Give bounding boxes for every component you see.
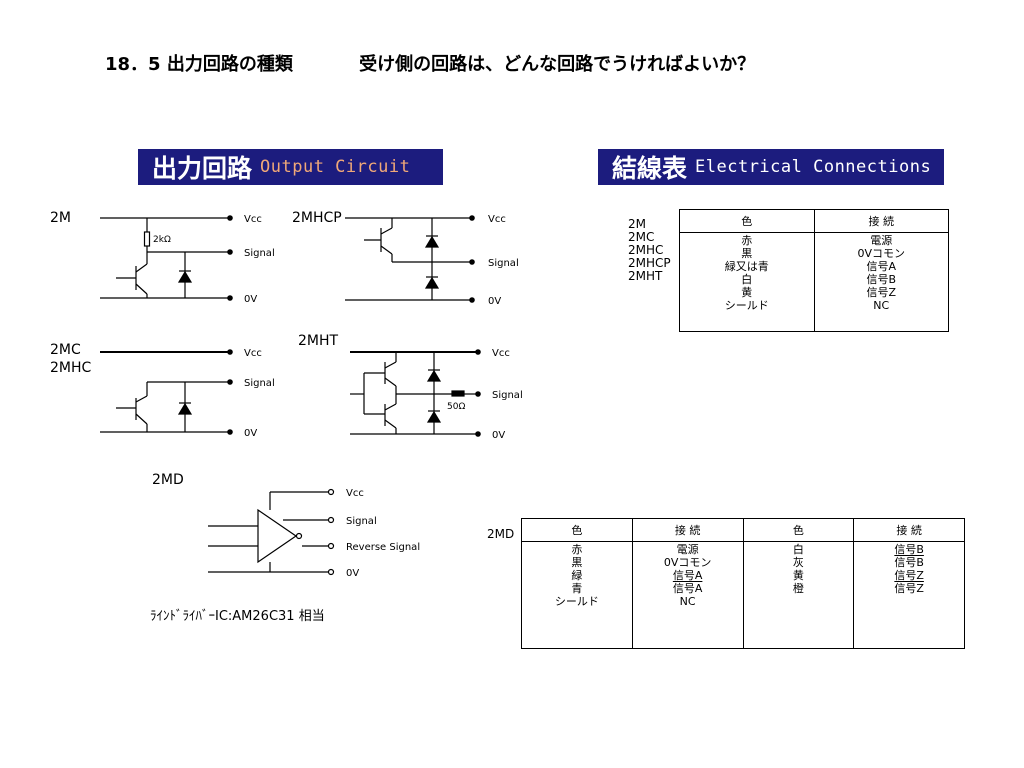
wiring-banner-jp: 結線表 <box>612 154 688 183</box>
svg-text:Signal: Signal <box>346 516 377 527</box>
svg-text:0V: 0V <box>244 428 257 439</box>
svg-text:Vcc: Vcc <box>492 348 510 359</box>
circuit-2md-label: 2MD <box>152 472 184 488</box>
wiring-banner-en: Electrical Connections <box>695 157 932 177</box>
svg-text:Signal: Signal <box>244 248 275 259</box>
output-circuit-banner: 出力回路 Output Circuit <box>138 149 443 185</box>
svg-text:Vcc: Vcc <box>244 214 262 225</box>
svg-text:2kΩ: 2kΩ <box>153 235 171 245</box>
svg-text:Vcc: Vcc <box>244 348 262 359</box>
circuit-2mht: 2MHT Vcc 50Ω Signal 0V <box>298 333 523 441</box>
svg-text:0V: 0V <box>244 294 257 305</box>
svg-text:Vcc: Vcc <box>346 488 364 499</box>
section-title: 18．5 出力回路の種類 <box>105 54 293 75</box>
svg-text:0V: 0V <box>492 430 505 441</box>
circuit-2md: 2MD Vcc Signal Reverse Signal 0V <box>152 472 420 579</box>
circuit-2m: 2M Vcc 2kΩ Signal 0V <box>50 210 275 305</box>
svg-text:0V: 0V <box>346 568 359 579</box>
table1-model-list: 2M 2MC 2MHC 2MHCP 2MHT <box>628 217 671 283</box>
circuit-2mhc-label: 2MHC <box>50 360 92 376</box>
table1-colors: 赤黒 緑又は青白 黄シールド <box>679 232 815 332</box>
circuit-2mht-label: 2MHT <box>298 333 339 349</box>
table2-colors-1: 赤黒 緑青 シールド <box>521 541 633 649</box>
table2-model: 2MD <box>487 527 515 541</box>
table1-header-connection: 接 続 <box>813 209 949 233</box>
circuit-2mc-label: 2MC <box>50 342 81 358</box>
page-title: 18．5 出力回路の種類 受け側の回路は、どんな回路でうければよいか？ <box>105 50 755 76</box>
svg-text:Signal: Signal <box>244 378 275 389</box>
question-text: 受け側の回路は、どんな回路でうければよいか？ <box>359 54 756 75</box>
svg-text:50Ω: 50Ω <box>447 402 465 412</box>
line-driver-note: ﾗｲﾝﾄﾞﾗｲﾊﾞｰIC:AM26C31 相当 <box>150 609 325 624</box>
svg-text:Signal: Signal <box>488 258 519 269</box>
svg-text:Reverse Signal: Reverse Signal <box>346 542 420 553</box>
circuit-2mhcp: 2MHCP Vcc Signal 0V <box>292 210 519 307</box>
output-banner-jp: 出力回路 <box>152 154 253 183</box>
table1-header-color: 色 <box>679 209 815 233</box>
table2-colors-2: 白灰 黄橙 <box>742 541 855 649</box>
output-banner-en: Output Circuit <box>260 157 411 177</box>
circuit-2m-label: 2M <box>50 210 71 226</box>
svg-text:Vcc: Vcc <box>488 214 506 225</box>
svg-text:0V: 0V <box>488 296 501 307</box>
svg-text:Signal: Signal <box>492 390 523 401</box>
wiring-table-banner: 結線表 Electrical Connections <box>598 149 944 185</box>
circuit-2mc: 2MC 2MHC Vcc Signal 0V <box>50 342 275 439</box>
circuit-2mhcp-label: 2MHCP <box>292 210 342 226</box>
